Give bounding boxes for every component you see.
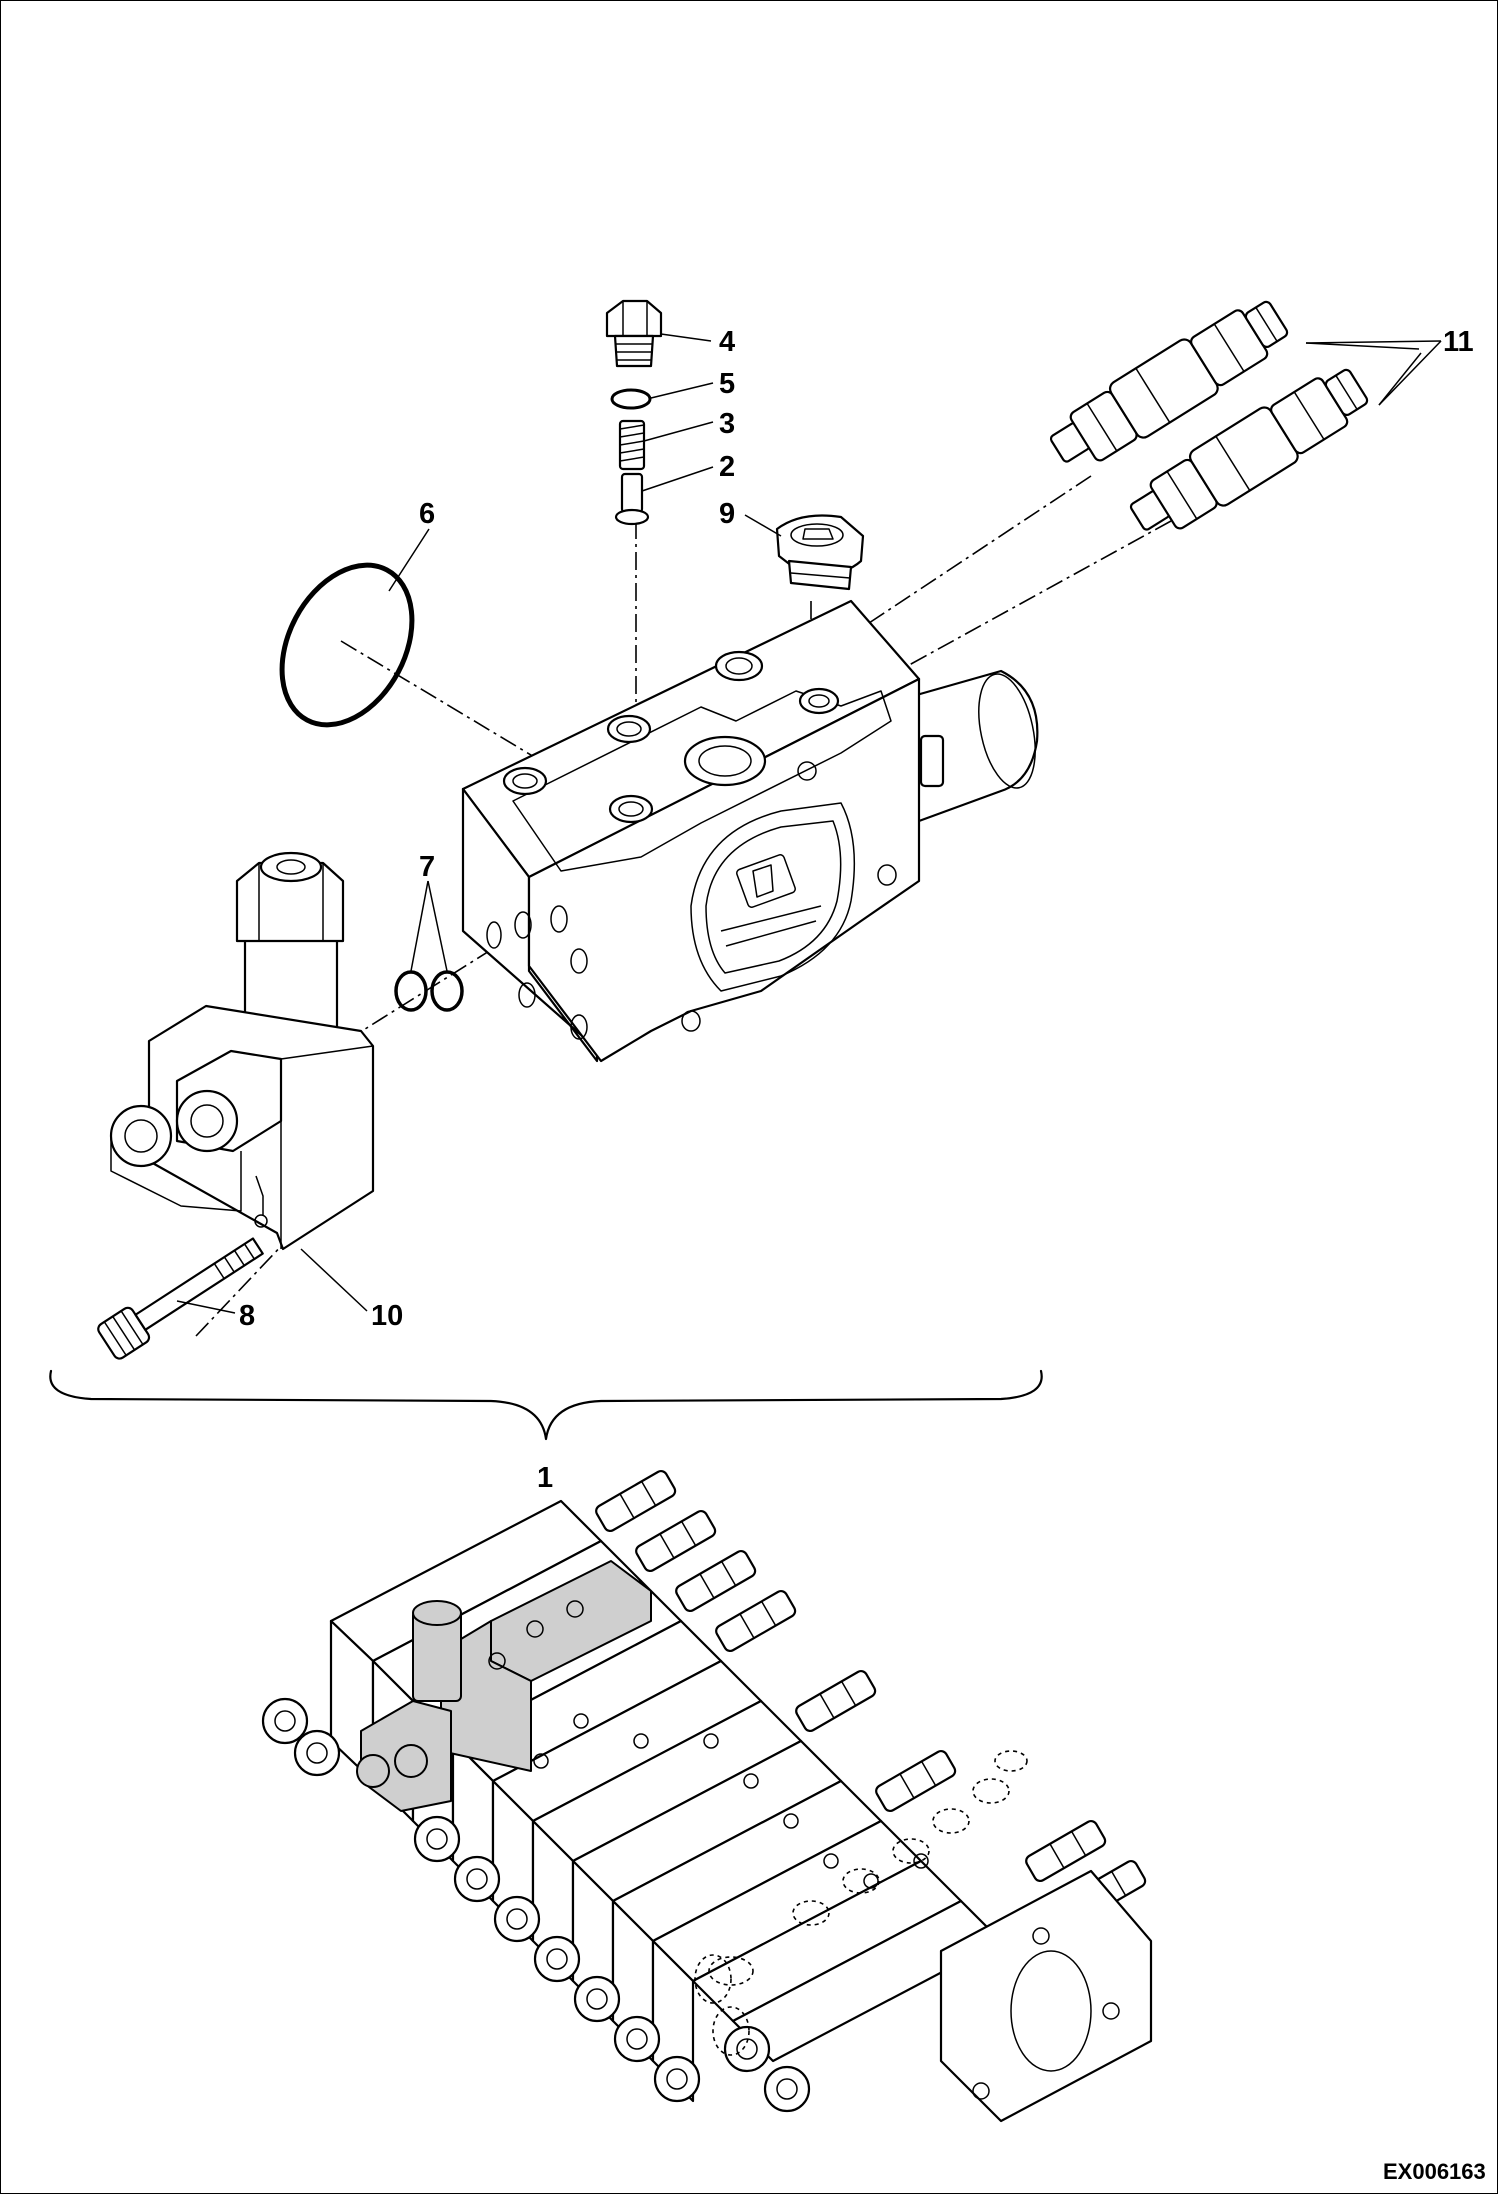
leader-lines [176,333,1442,1314]
callout-7: 7 [419,851,435,883]
part-adapter-block [109,851,375,1251]
part-plug [605,299,663,368]
callout-1: 1 [537,1462,553,1494]
part-o-rings-pair [394,970,464,1012]
assembly-ports [533,1713,929,1889]
callout-9: 9 [719,498,735,530]
callout-11: 11 [1443,326,1474,358]
callout-5: 5 [719,368,735,400]
callout-2: 2 [719,451,735,483]
full-valve-assembly [261,1469,1153,2123]
spool-caps [261,1697,811,2113]
callout-10: 10 [371,1300,403,1332]
assembly-relief-valves [595,1469,1147,1923]
part-poppet [614,472,650,526]
callout-3: 3 [719,408,735,440]
drawing-code: EX006163 [1383,2159,1486,2184]
callout-8: 8 [239,1300,255,1332]
part-relief-valve-lower [1129,368,1369,531]
part-relief-valve-upper [1049,300,1289,463]
part-hex-plug [775,514,865,591]
valve-section-block [461,599,1039,1063]
callout-labels: 1 2 3 4 5 6 7 8 9 10 11 [239,326,1474,1494]
callout-6: 6 [419,498,435,530]
callout-4: 4 [719,326,735,358]
part-o-ring-small [610,388,652,410]
highlighted-section [356,1560,652,1812]
phantom-outline [694,1750,1028,2056]
part-o-ring-large [279,562,415,728]
assembly-brace [49,1369,1043,1441]
part-spring [618,419,646,471]
part-socket-screw [97,1237,264,1360]
